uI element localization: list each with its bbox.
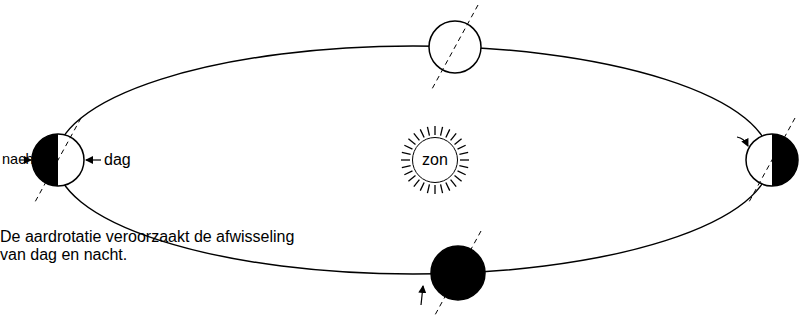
sun-rays bbox=[401, 126, 469, 194]
earth-right bbox=[737, 118, 798, 202]
arrows bbox=[41, 159, 46, 160]
pointer-arrow bbox=[86, 159, 101, 160]
nacht-label: nacht bbox=[2, 151, 37, 168]
dag-label: dag bbox=[104, 151, 131, 169]
note-text: De aardrotatie veroorzaakt de afwisselin… bbox=[0, 228, 300, 265]
sun-label: zon bbox=[422, 151, 448, 169]
earth-bottom bbox=[421, 231, 485, 315]
earth-top bbox=[429, 5, 481, 89]
sun-circle: zon bbox=[412, 137, 458, 183]
